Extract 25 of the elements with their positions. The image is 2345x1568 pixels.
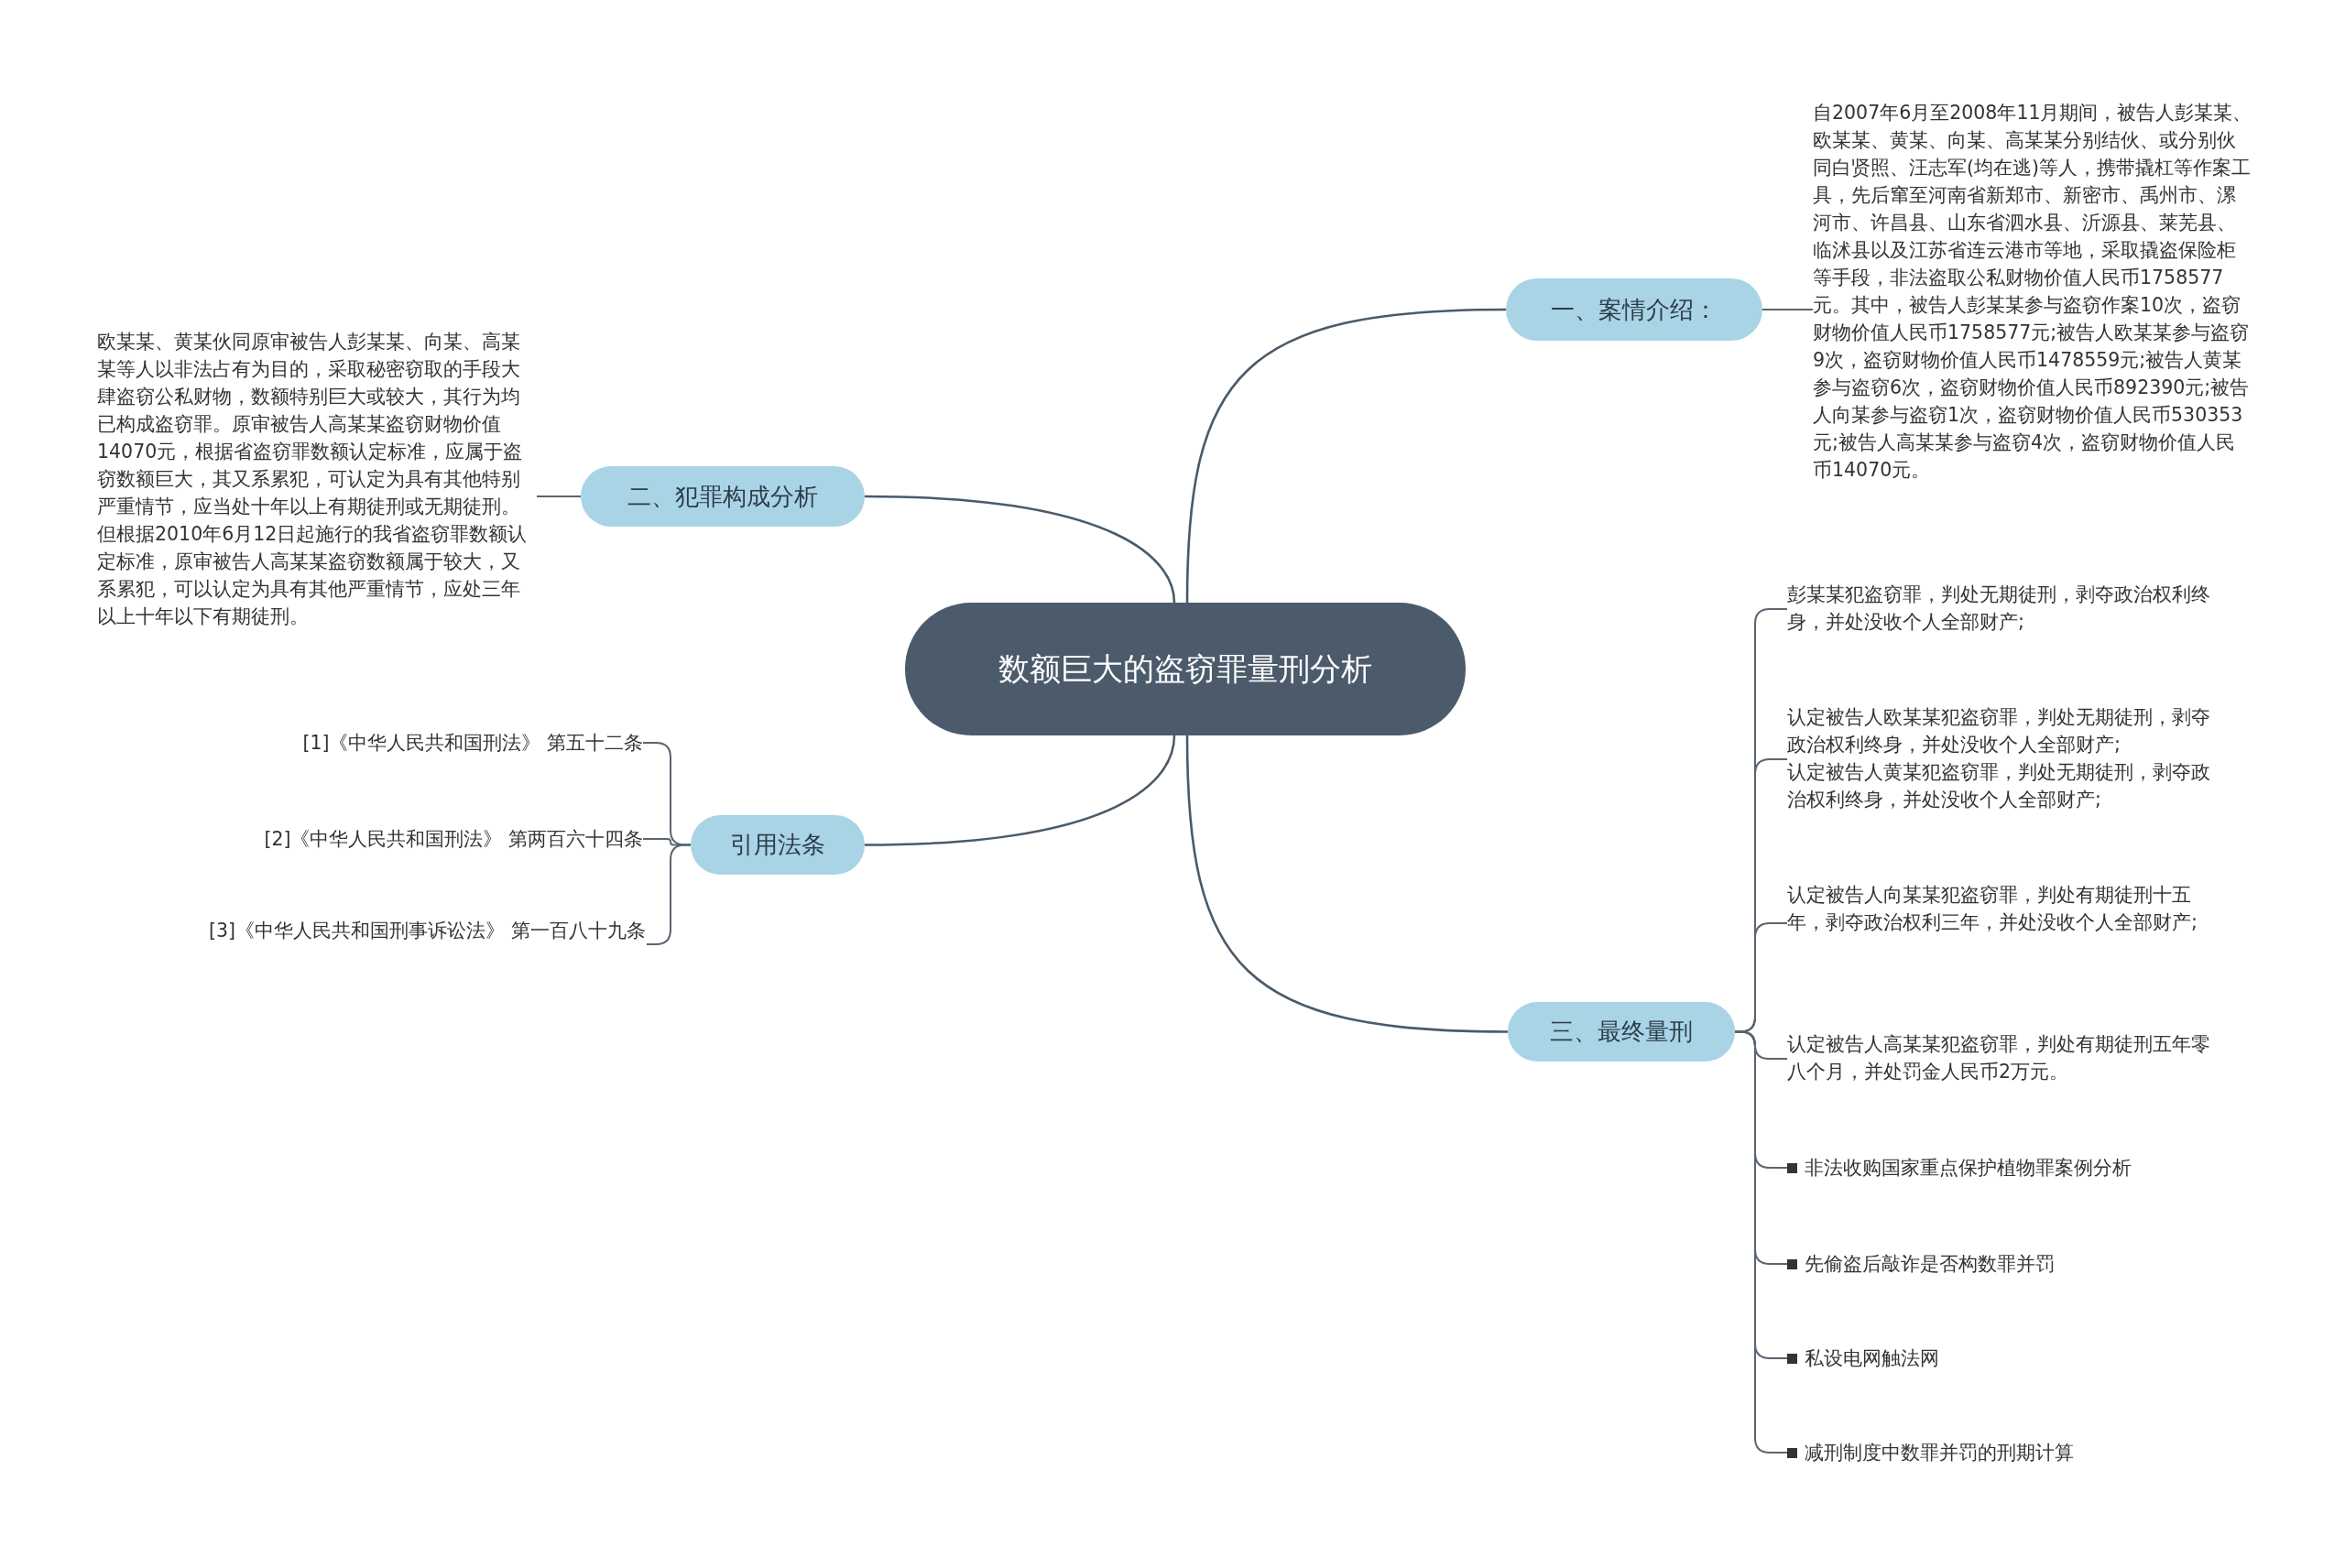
related-link-text: 减刑制度中数罪并罚的刑期计算 <box>1805 1441 2074 1465</box>
related-link-text: 私设电网触法网 <box>1805 1346 1939 1371</box>
note-text: 认定被告人高某某犯盗窃罪，判处有期徒刑五年零八个月，并处罚金人民币2万元。 <box>1787 1032 2211 1084</box>
connector-line <box>864 735 1176 846</box>
related-link-text: 先偷盗后敲诈是否构数罪并罚 <box>1805 1252 2055 1277</box>
note-text: 欧某某、黄某伙同原审被告人彭某某、向某、高某某等人以非法占有为目的，采取秘密窃取的手段大肆盗窃公私财物，数额特别巨大或较大，其行为均已构成盗窃罪。原审被告人高某某盗窃财物价值14070元，根据省盗窃罪数额认定标准，应属于盗窃数额巨大，其又系累犯，可认定为具有其他特别严重情节，应当处十年以上有期徒刑或无期徒刑。但根据2010年6月12日起施行的我省盗窃罪数额认定标准，原审被告人高某某盗窃数额属于较大，又系累犯，可以认定为具有其他严重情节，应处三年以上十年以下有期徒刑。 <box>97 330 529 629</box>
note-text: [1]《中华人民共和国刑法》 第五十二条 <box>301 731 643 756</box>
note-text: [3]《中华人民共和国刑事诉讼法》 第一百八十九条 <box>209 919 647 943</box>
topic-pill: 引用法条 <box>691 815 865 875</box>
note-text: 彭某某犯盗窃罪，判处无期徒刑，剥夺政治权利终身，并处没收个人全部财产; <box>1787 583 2211 635</box>
connector-line <box>1185 308 1507 604</box>
connector-line <box>1185 735 1509 1033</box>
connector-line <box>1761 309 1814 310</box>
note-text: [2]《中华人民共和国刑法》 第两百六十四条 <box>263 827 643 852</box>
note-text: 认定被告人欧某某犯盗窃罪，判处无期徒刑，剥夺政治权利终身，并处没收个人全部财产; <box>1787 705 2211 757</box>
connector-line <box>864 495 1176 604</box>
topic-pill: 三、最终量刑 <box>1508 1002 1735 1062</box>
note-text: 认定被告人向某某犯盗窃罪，判处有期徒刑十五年，剥夺政治权利三年，并处没收个人全部财产; <box>1787 883 2198 935</box>
note-text: 认定被告人黄某犯盗窃罪，判处无期徒刑，剥夺政治权利终身，并处没收个人全部财产; <box>1787 760 2211 812</box>
related-link-text: 非法收购国家重点保护植物罪案例分析 <box>1805 1156 2132 1181</box>
topic-pill: 二、犯罪构成分析 <box>581 466 865 527</box>
note-text: 自2007年6月至2008年11月期间，被告人彭某某、欧某某、黄某、向某、高某某分别结伙、或分别伙同白贤照、汪志军(均在逃)等人，携带撬杠等作案工具，先后窜至河南省新郑市、新密市、禹州市、漯河市、许昌县、山东省泗水县、沂源县、莱芜县、临沭县以及江苏省连云港市等地，采取撬盗保险柜等手段，非法盗取公私财物价值人民币1758577元。其中，被告人彭某某参与盗窃作案10次，盗窃财物价值人民币1758577元;被告人欧某某参与盗窃9次，盗窃财物价值人民币1478559元;被告人黄某参与盗窃6次，盗窃财物价值人民币892390元;被告人向某参与盗窃1次，盗窃财物价值人民币530353元;被告人高某某参与盗窃4次，盗窃财物价值人民币14070元。 <box>1813 101 2252 483</box>
central-topic: 数额巨大的盗窃罪量刑分析 <box>905 603 1466 735</box>
connector-line <box>536 495 582 497</box>
topic-pill: 一、案情介绍： <box>1506 278 1762 341</box>
